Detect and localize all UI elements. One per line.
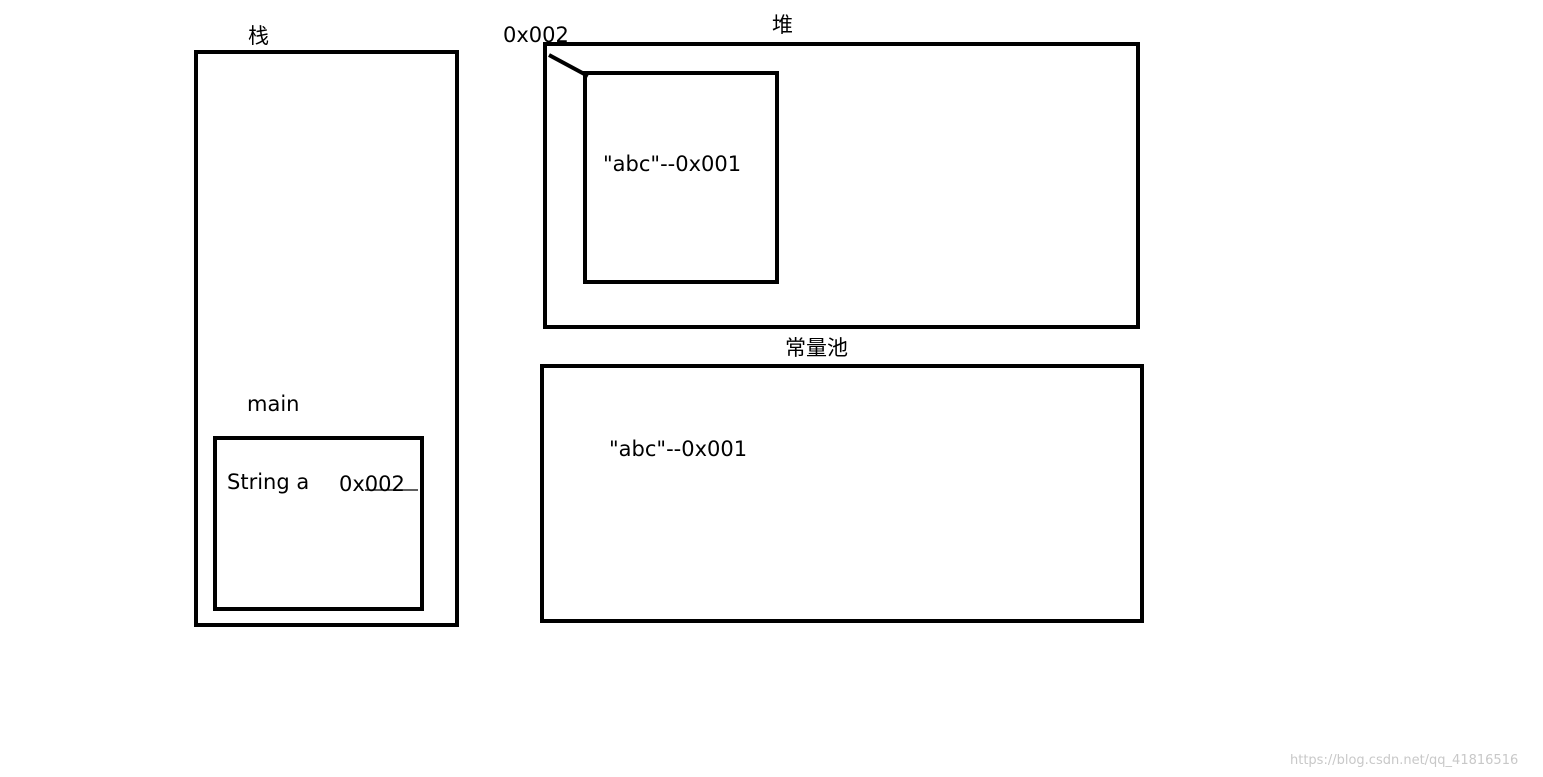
heap-title: 堆	[772, 13, 793, 37]
watermark: https://blog.csdn.net/qq_41816516	[1290, 753, 1518, 768]
heap-object-address: 0x002	[503, 23, 569, 47]
heap-object-box	[583, 71, 779, 284]
address-pointer-line	[548, 53, 589, 78]
constant-pool-entry: "abc"--0x001	[609, 437, 747, 461]
constant-pool-title: 常量池	[785, 336, 848, 360]
main-frame-box	[213, 436, 424, 611]
stack-title: 栈	[248, 24, 269, 48]
main-frame-label: main	[247, 392, 299, 416]
heap-box	[543, 42, 1140, 329]
variable-value: 0x002	[339, 472, 405, 496]
variable-name: String a	[227, 470, 309, 494]
stack-box	[194, 50, 459, 627]
heap-object-content: "abc"--0x001	[603, 152, 741, 176]
constant-pool-box	[540, 364, 1144, 623]
